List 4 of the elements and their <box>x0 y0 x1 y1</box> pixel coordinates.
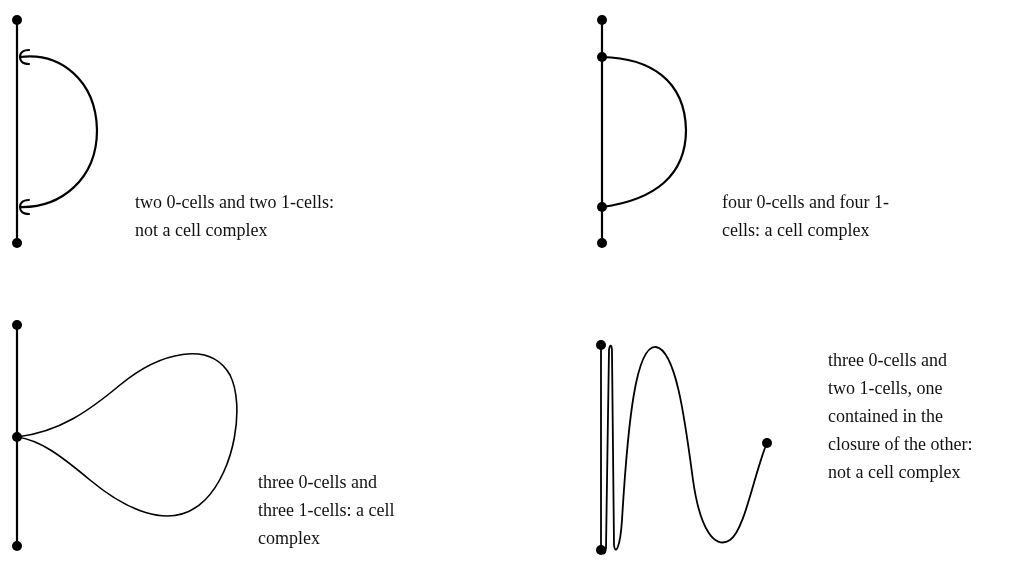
caption: three 0-cells and two 1-cells, one contained in the closure of the other: not a cell complex <box>828 349 974 484</box>
caption: two 0-cells and two 1-cells: not a cell complex <box>135 191 335 242</box>
caption: three 0-cells and three 1-cells: a cell complex <box>258 471 396 550</box>
caption: four 0-cells and four 1-cells: a cell complex <box>722 191 890 242</box>
